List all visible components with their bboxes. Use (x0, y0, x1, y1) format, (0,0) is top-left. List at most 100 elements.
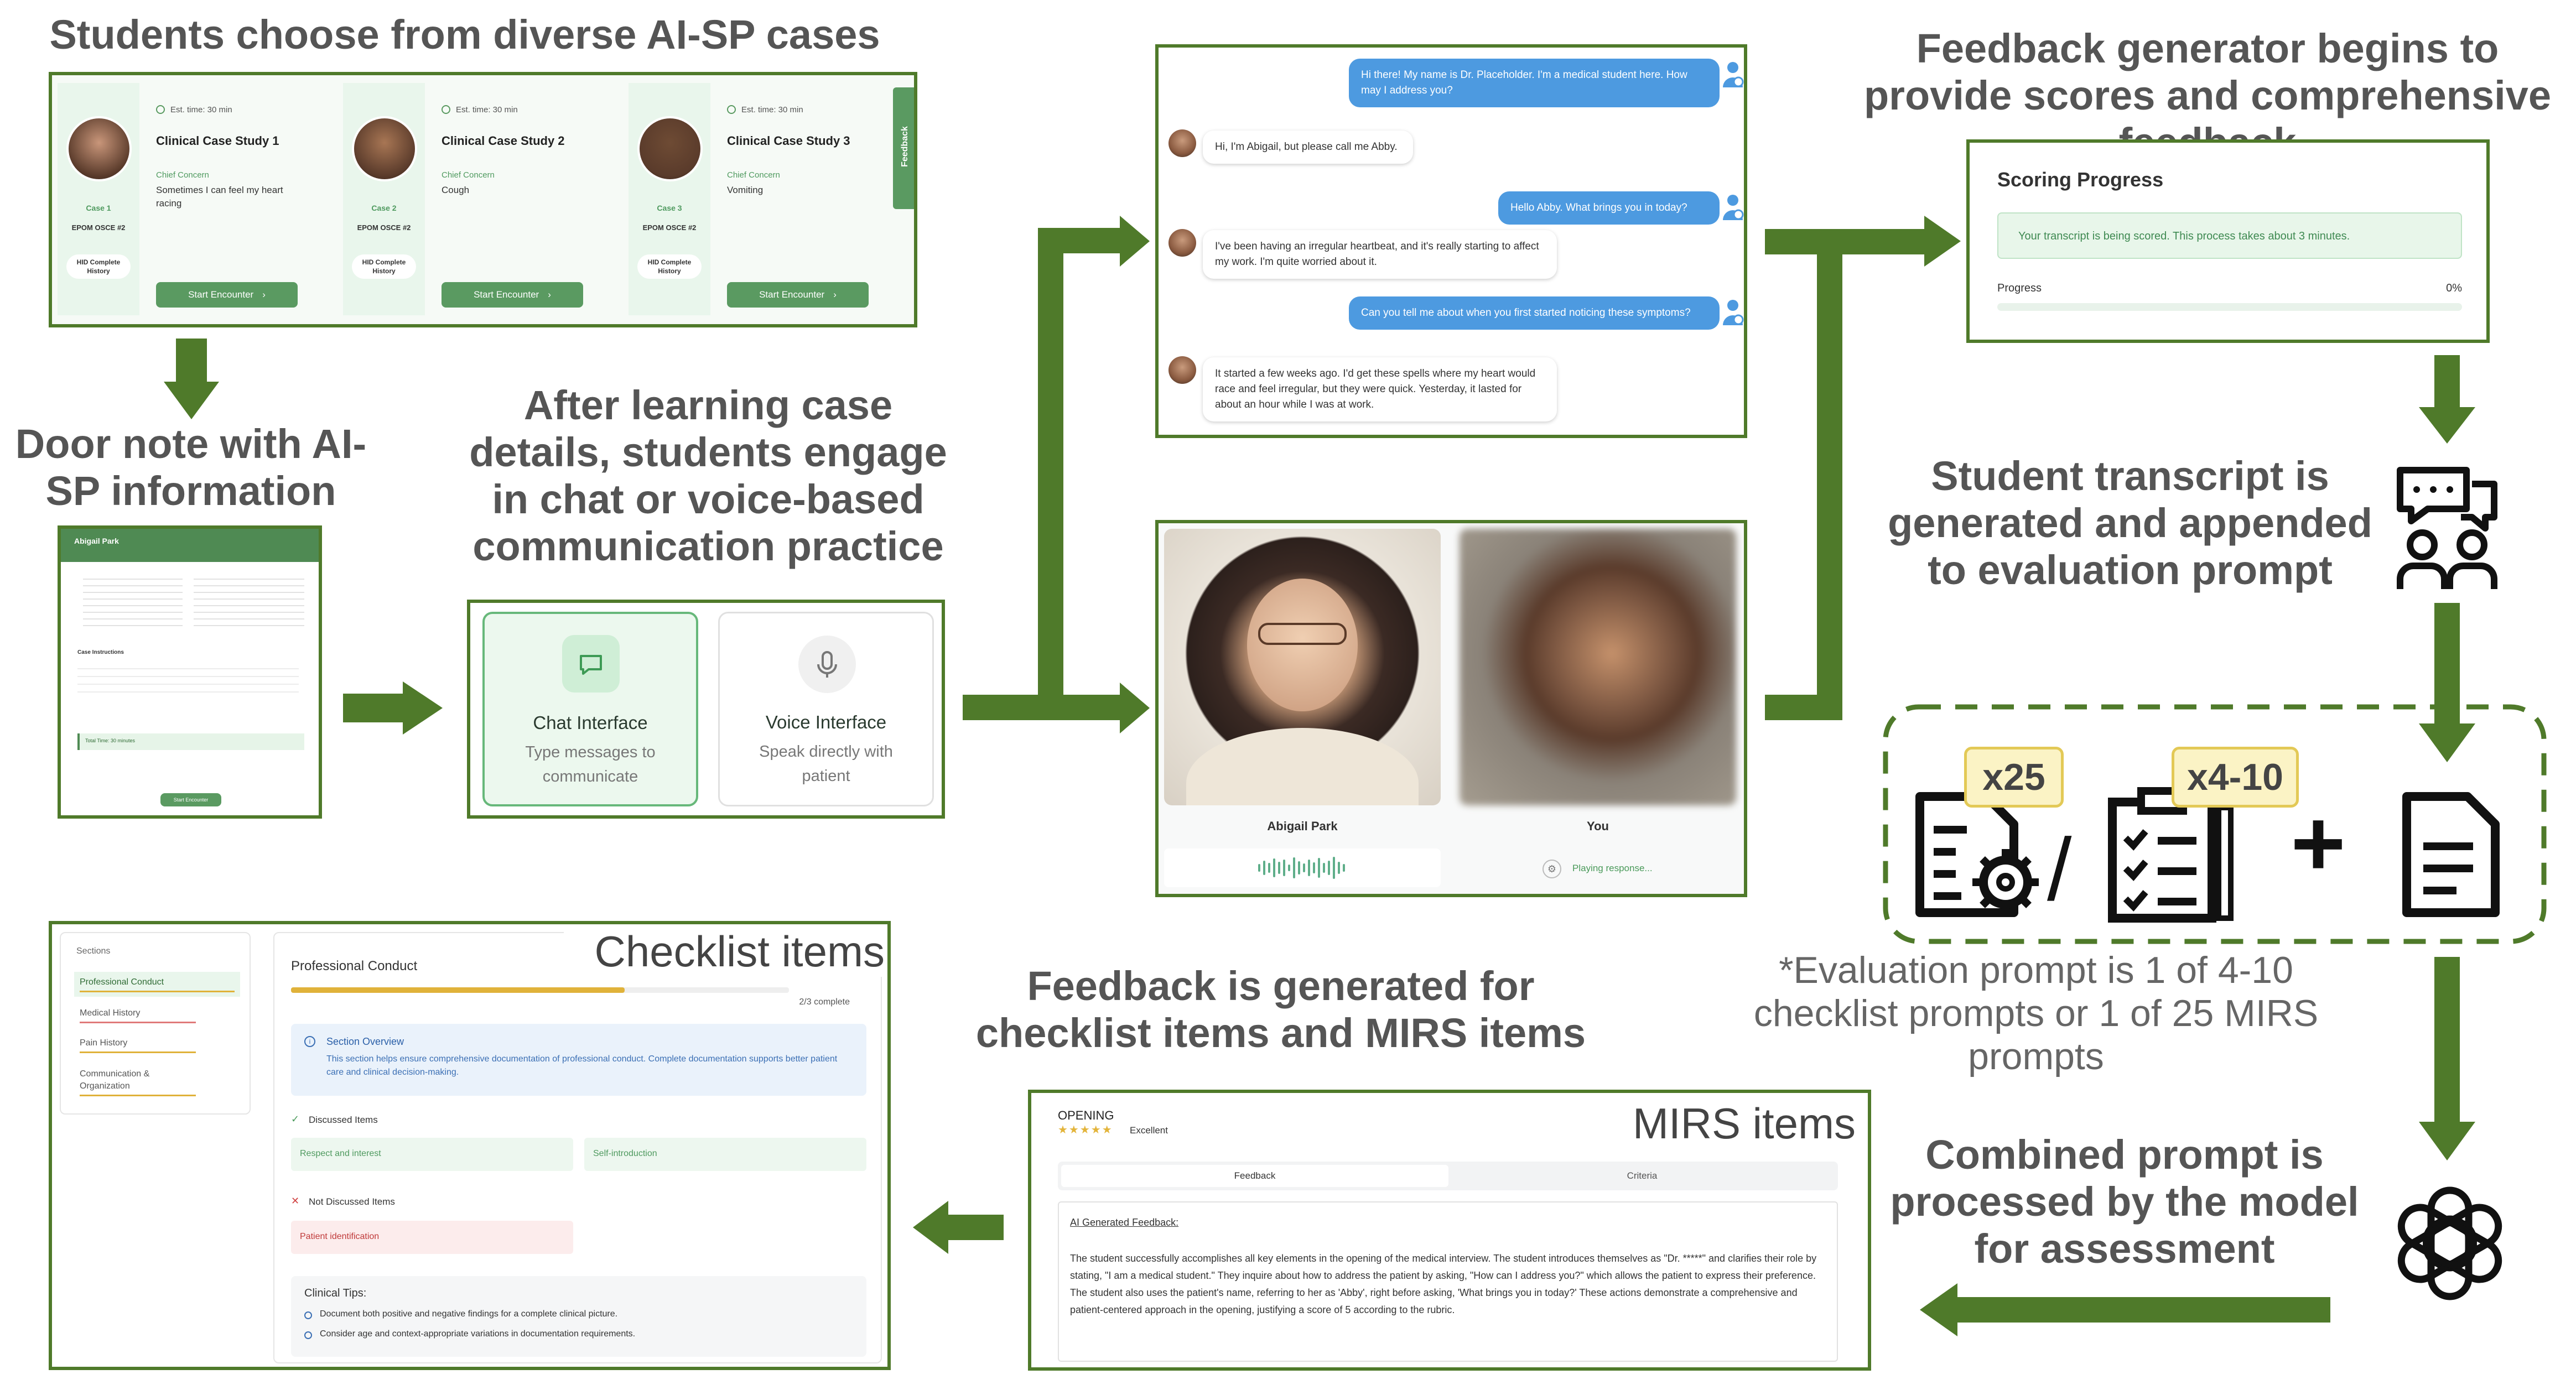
door-instructions (77, 662, 299, 695)
arrow-right-1 (343, 694, 404, 722)
case-title: Clinical Case Study 2 (442, 134, 565, 148)
wave-bar (1298, 861, 1300, 874)
start-encounter-button[interactable]: Start Encounter› (442, 282, 583, 308)
chief-concern-label: Chief Concern (727, 170, 780, 180)
tab-criteria[interactable]: Criteria (1627, 1170, 1658, 1181)
tab-feedback[interactable]: Feedback (1061, 1165, 1448, 1187)
chat-mode-title: Chat Interface (533, 712, 648, 733)
microphone-icon (798, 636, 856, 693)
case-title: Clinical Case Study 3 (727, 134, 850, 148)
case-osce: EPOM OSCE #2 (71, 223, 126, 232)
arrow-down-3 (2434, 603, 2460, 725)
wave-bar (1308, 860, 1310, 876)
info-icon: i (304, 1036, 315, 1047)
section-item[interactable]: Professional Conduct (74, 972, 240, 997)
arrow-split-bottom-head (1120, 683, 1150, 733)
caption-door: Door note with AI-SP information (15, 421, 367, 514)
user-icon (1722, 192, 1744, 223)
section-item[interactable]: Communication & Organization (74, 1064, 240, 1101)
caption-choose: Students choose from diverse AI-SP cases (49, 12, 880, 58)
chevron-right-icon: › (548, 289, 551, 300)
mode-selection-panel: Chat Interface Type messages to communic… (467, 600, 945, 819)
tip-bullet-icon (304, 1311, 312, 1319)
start-encounter-button[interactable]: Start Encounter› (156, 282, 298, 308)
student-message: Hello Abby. What brings you in today? (1498, 191, 1720, 225)
patient-avatar-small (1168, 229, 1196, 257)
user-icon (1722, 60, 1744, 91)
wave-bar (1288, 865, 1290, 871)
section-underline (80, 1022, 196, 1023)
section-underline (80, 1051, 196, 1053)
wave-bar (1258, 864, 1260, 872)
door-header: Abigail Park (61, 529, 319, 562)
arrow-down-1 (176, 339, 207, 383)
not-discussed-label: Not Discussed Items (309, 1196, 395, 1207)
caption-transcript: Student transcript is generated and appe… (1888, 453, 2372, 594)
clinical-tips: Clinical Tips: Document both positive an… (291, 1276, 866, 1357)
caption-feedback-items: Feedback is generated for checklist item… (975, 963, 1586, 1056)
case-title: Clinical Case Study 1 (156, 134, 279, 148)
voice-mode-card[interactable]: Voice Interface Speak directly with pati… (718, 612, 934, 806)
patient-avatar-small (1168, 356, 1196, 384)
arrow-down-4-head (2419, 1122, 2475, 1160)
conversation-icon (2397, 467, 2497, 589)
arrow-split-stem (963, 695, 1051, 720)
door-start-button[interactable]: Start Encounter (160, 793, 221, 806)
start-encounter-button[interactable]: Start Encounter› (727, 282, 869, 308)
wave-bar (1278, 862, 1280, 874)
wave-bar (1313, 862, 1315, 873)
section-item[interactable]: Medical History (74, 1003, 240, 1028)
wave-bar (1263, 861, 1265, 875)
arrow-down-4 (2434, 957, 2460, 1123)
prompt-combination-box (1883, 704, 2547, 944)
video-call-panel: Abigail Park You ⚙ Playing response... (1155, 520, 1747, 897)
chief-concern-label: Chief Concern (442, 170, 495, 180)
voice-mode-title: Voice Interface (765, 712, 887, 732)
mirs-count-badge: x25 (1964, 747, 2064, 808)
arrow-left-2-head (913, 1201, 948, 1254)
patient-message: I've been having an irregular heartbeat,… (1203, 230, 1557, 279)
section-underline (80, 991, 235, 992)
patient-name: Abigail Park (1267, 819, 1338, 833)
check-icon: ✓ (291, 1113, 300, 1125)
case-time: Est. time: 30 min (456, 105, 518, 114)
section-item[interactable]: Pain History (74, 1033, 240, 1058)
checklist-complete: 2/3 complete (799, 997, 850, 1007)
settings-icon[interactable]: ⚙ (1543, 860, 1561, 878)
audio-waveform (1164, 848, 1441, 887)
section-underline (80, 1095, 196, 1096)
plus-symbol: + (2291, 791, 2346, 896)
scoring-panel: Scoring Progress Your transcript is bein… (1966, 139, 2490, 343)
patient-avatar (352, 116, 417, 181)
wave-bar (1318, 858, 1320, 878)
arrow-down-3-head (2419, 723, 2475, 762)
feedback-tab[interactable]: Feedback (893, 87, 914, 209)
case-osce: EPOM OSCE #2 (642, 223, 697, 232)
glasses (1258, 623, 1347, 645)
section-overview: i Section Overview This section helps en… (291, 1024, 866, 1096)
waveform-bars (1258, 856, 1352, 879)
chat-mode-card[interactable]: Chat Interface Type messages to communic… (482, 612, 698, 806)
case-time: Est. time: 30 min (741, 105, 803, 114)
patient-message: It started a few weeks ago. I'd get thes… (1203, 357, 1557, 421)
clock-icon (156, 105, 165, 114)
wave-bar (1303, 863, 1305, 872)
playing-status: Playing response... (1572, 863, 1653, 873)
discussed-item: Self-introduction (584, 1138, 866, 1171)
patient-avatar (637, 116, 703, 181)
arrow-left-1-head (1920, 1283, 1957, 1336)
patient-face (1247, 579, 1358, 711)
you-label: You (1587, 819, 1609, 833)
chief-concern: Cough (442, 185, 470, 195)
mirs-feedback-box: AI Generated Feedback: The student succe… (1058, 1201, 1838, 1362)
ai-model-icon (2397, 1186, 2502, 1300)
arrow-split-top-head (1120, 216, 1150, 267)
cross-icon: ✕ (291, 1195, 300, 1206)
user-icon (1722, 298, 1744, 329)
mirs-opening: OPENING (1058, 1108, 1114, 1122)
arrow-merge-head (1924, 216, 1961, 267)
